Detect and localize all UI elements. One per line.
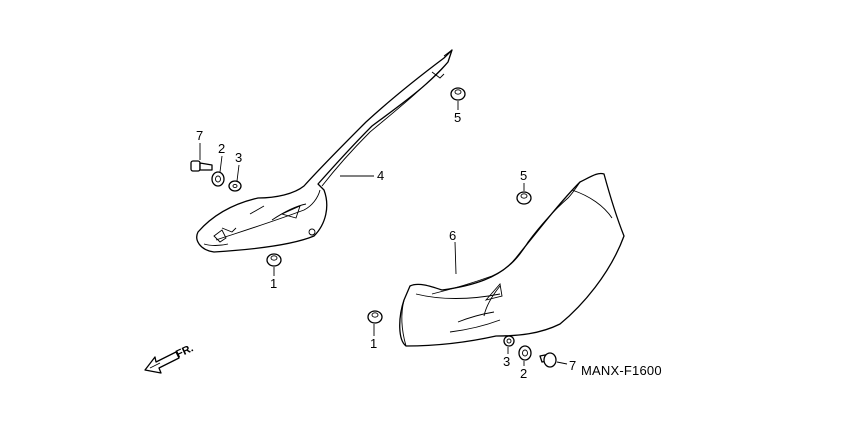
leader-lines: [199, 101, 568, 366]
callout-top-5: 5: [454, 110, 461, 125]
callout-right-7: 7: [569, 358, 576, 373]
grommet-part-left: [228, 180, 242, 192]
callout-right-6: 6: [449, 228, 456, 243]
callout-left-1: 1: [270, 276, 277, 291]
callout-left-3: 3: [235, 150, 242, 165]
callout-right-2: 2: [520, 366, 527, 381]
bolt-part-right: [539, 352, 557, 368]
grommet-part-5-right: [516, 191, 532, 205]
grommet-part-1-left: [266, 253, 282, 267]
right-side-cover-part: [399, 172, 625, 347]
grommet-part-1-right: [367, 310, 383, 324]
bolt-part-left: [190, 160, 213, 172]
collar-part-right: [518, 345, 532, 361]
grommet-part-5-top: [450, 87, 466, 101]
callout-right-5: 5: [520, 168, 527, 183]
left-side-cover-part: [196, 49, 453, 253]
callout-right-1: 1: [370, 336, 377, 351]
callout-left-4: 4: [377, 168, 384, 183]
callout-right-3: 3: [503, 354, 510, 369]
front-direction-label: FR.: [174, 342, 195, 360]
collar-part-left: [211, 171, 225, 187]
front-direction-arrow-icon: [144, 351, 180, 374]
callout-left-7: 7: [196, 128, 203, 143]
callout-left-2: 2: [218, 141, 225, 156]
grommet-part-3-right: [503, 335, 515, 347]
diagram-code: MANX-F1600: [581, 363, 662, 378]
